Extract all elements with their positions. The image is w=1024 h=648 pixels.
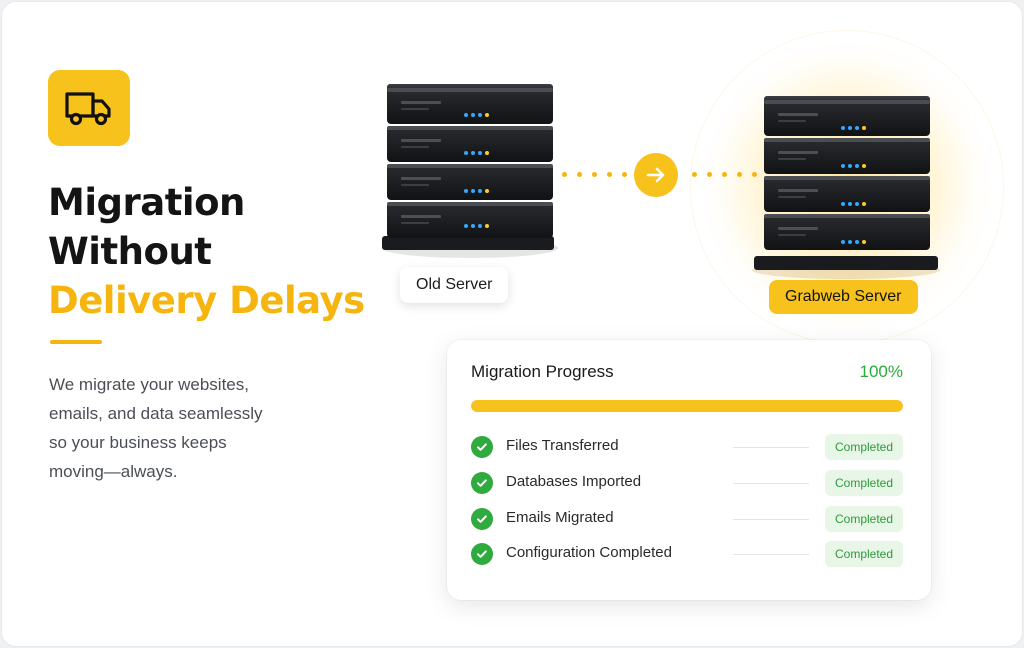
- task-row: Emails Migrated Completed: [471, 504, 903, 534]
- title-line-2: Without: [48, 230, 212, 273]
- task-label: Emails Migrated: [506, 509, 614, 526]
- connector-dots: [692, 172, 757, 177]
- task-row: Databases Imported Completed: [471, 468, 903, 498]
- task-divider: [733, 483, 809, 484]
- migration-progress-panel: Migration Progress 100% Files Transferre…: [447, 340, 931, 600]
- description-line: so your business keeps: [49, 433, 227, 452]
- status-badge: Completed: [825, 506, 903, 532]
- status-badge: Completed: [825, 434, 903, 460]
- grabweb-server-label: Grabweb Server: [769, 280, 918, 314]
- task-label: Databases Imported: [506, 473, 642, 490]
- progress-title: Migration Progress: [471, 362, 614, 381]
- progress-percent: 100%: [859, 362, 903, 381]
- status-badge: Completed: [825, 541, 903, 567]
- description-line: moving—always.: [49, 462, 178, 481]
- description: We migrate your websites, emails, and da…: [49, 370, 309, 486]
- status-badge: Completed: [825, 470, 903, 496]
- connector-dots: [562, 172, 642, 177]
- title-divider: [50, 340, 102, 344]
- task-divider: [733, 447, 809, 448]
- description-line: emails, and data seamlessly: [49, 404, 263, 423]
- task-label: Configuration Completed: [506, 544, 672, 561]
- progress-bar: [471, 400, 903, 412]
- progress-bar-fill: [471, 400, 903, 412]
- grabweb-server-icon: [752, 84, 942, 285]
- old-server-icon: [380, 70, 560, 265]
- title-line-1: Migration: [48, 181, 245, 224]
- check-circle-icon: [471, 508, 493, 530]
- page-title: Migration Without Delivery Delays: [48, 178, 365, 325]
- check-circle-icon: [471, 543, 493, 565]
- check-circle-icon: [471, 436, 493, 458]
- task-divider: [733, 519, 809, 520]
- task-row: Configuration Completed Completed: [471, 539, 903, 569]
- check-circle-icon: [471, 472, 493, 494]
- old-server-label: Old Server: [400, 267, 509, 303]
- description-line: We migrate your websites,: [49, 375, 249, 394]
- truck-icon: [48, 70, 130, 146]
- task-label: Files Transferred: [506, 437, 619, 454]
- task-row: Files Transferred Completed: [471, 432, 903, 462]
- task-divider: [733, 554, 809, 555]
- arrow-right-icon: [634, 153, 678, 197]
- title-accent: Delivery Delays: [48, 279, 365, 322]
